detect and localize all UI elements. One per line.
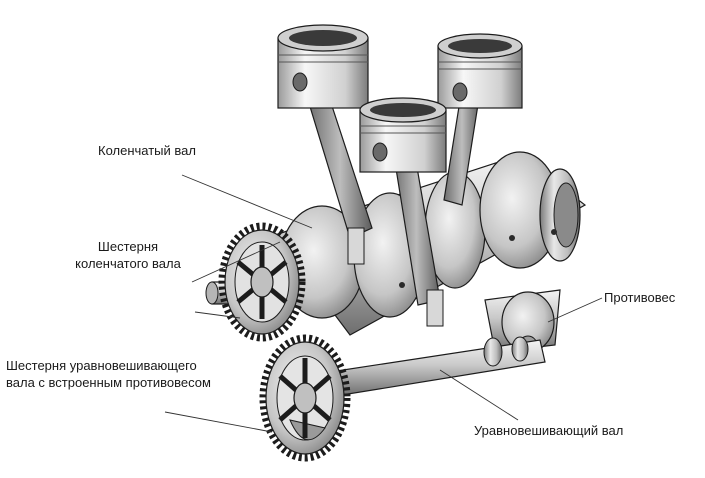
leader-counterweight <box>547 297 603 323</box>
crankshaft-gear <box>205 222 306 342</box>
leader-crankshaft <box>181 174 313 229</box>
piston-left <box>277 24 369 109</box>
leader-balance-shaft-gear <box>164 411 273 433</box>
piston-middle <box>359 97 447 173</box>
label-crankshaft-gear: Шестерня коленчатого вала <box>75 239 181 271</box>
balance-shaft <box>329 336 546 397</box>
leader-balance-shaft <box>439 369 519 421</box>
balance-shaft-gear <box>259 334 351 462</box>
label-balance-shaft-gear: Шестерня уравновешивающего вала с встрое… <box>6 358 211 390</box>
leader-lines <box>164 174 603 433</box>
piston-right <box>437 33 523 109</box>
leader-crankshaft-gear <box>191 241 281 283</box>
label-balance-shaft: Уравновешивающий вал <box>474 423 624 438</box>
label-counterweight: Противовес <box>604 290 676 305</box>
label-crankshaft: Коленчатый вал <box>98 143 196 158</box>
leader-crankshaft-gear-2 <box>194 311 241 319</box>
